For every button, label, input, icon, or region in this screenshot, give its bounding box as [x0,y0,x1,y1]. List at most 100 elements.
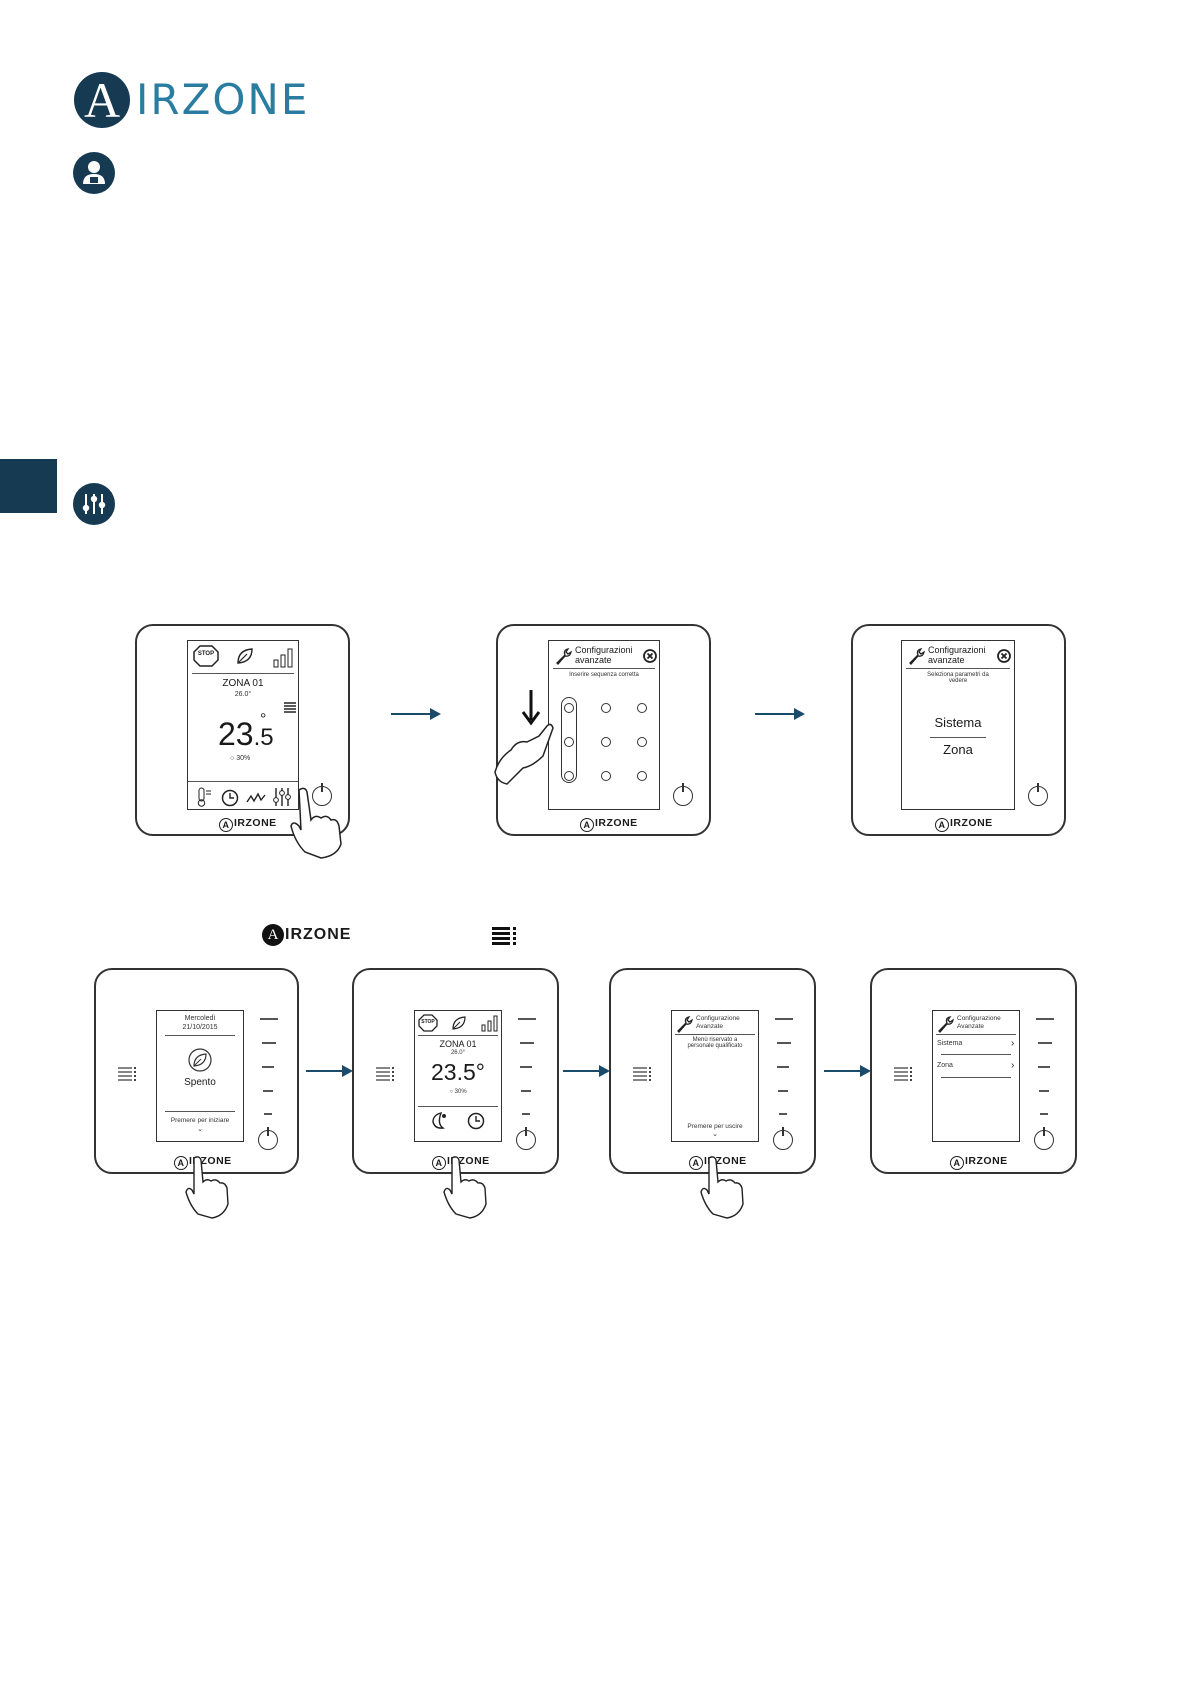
signal-bars-icon [272,646,294,673]
airzone-logo: A IRZONE [74,72,309,128]
menu-item-zona[interactable]: Zona [937,1062,953,1069]
thermostat-screen: Mercoledì 21/10/2015 Spento Premere per … [156,1010,244,1142]
thermostat-screen: STOP ZONA 01 26.0° 23.5° ○ 30% [414,1010,502,1142]
setpoint: 26.0° [450,1050,466,1056]
wrench-icon [937,1015,955,1038]
flow-arrow [563,1070,601,1072]
humidity: ○ 30% [449,1089,467,1095]
stop-icon: STOP [418,1014,438,1032]
side-dash [1038,1042,1052,1044]
logo-mark: A [74,72,130,128]
stop-label: STOP [197,651,215,657]
power-button-icon[interactable] [1028,783,1048,806]
pattern-dot[interactable] [564,771,574,781]
divider [930,737,986,738]
divider [941,1077,1011,1078]
side-dash [520,1042,534,1044]
divider [553,668,655,669]
clock-icon [221,789,239,809]
pointing-hand-icon [182,1156,232,1225]
thermostat-screen: Configurazione Avanzate Sistema › Zona › [932,1010,1020,1142]
pattern-dot[interactable] [564,737,574,747]
screen-title: Configurazioni avanzate [928,645,986,665]
side-dash [777,1066,789,1068]
pointing-hand-icon [440,1156,490,1225]
thermostat-screen: STOP ZONA 01 26.0° 23.5 ° ○ 30% [187,640,299,810]
divider [418,1106,498,1107]
pattern-dot[interactable] [601,737,611,747]
divider [418,1035,498,1036]
wrench-icon [676,1015,694,1038]
side-dash [1038,1066,1050,1068]
night-mode-icon [429,1111,449,1136]
pattern-dot[interactable] [637,737,647,747]
divider [941,1054,1011,1055]
device-brand-text: IRZONE [595,817,638,829]
section-tab [0,459,57,513]
side-dash [522,1113,530,1115]
divider [192,673,294,674]
pattern-dot[interactable] [601,703,611,713]
eco-leaf-icon [187,1047,213,1078]
pattern-dot[interactable] [637,771,647,781]
chevron-right-icon: › [1011,1038,1015,1049]
screen-subtitle: Menù riservato a personale qualificato [687,1037,743,1049]
down-arrow-icon [520,690,542,731]
pattern-dot[interactable] [637,703,647,713]
menu-item-sistema[interactable]: Sistema [937,1040,963,1047]
thermostat-blue-4: Configurazione Avanzate Sistema › Zona ›… [870,968,1077,1174]
flow-arrow-head [860,1065,871,1077]
power-button-icon[interactable] [258,1127,278,1150]
menu-item-sistema[interactable]: Sistema [934,715,982,730]
side-dash [779,1113,787,1115]
thermostat-device-2: Configurazioni avanzate Inserire sequenz… [493,624,711,836]
humidity-value: 30% [454,1089,467,1095]
clock-icon [467,1112,485,1135]
sliders-icon [272,787,292,809]
pointing-hand-icon [285,786,347,865]
menu-lines-icon [376,1066,396,1087]
current-temperature: 23.5 [218,717,274,755]
flow-arrow [391,713,431,715]
flow-arrow [755,713,795,715]
legend-logo-text: IRZONE [285,926,352,943]
menu-lines-icon [633,1066,653,1087]
menu-lines-icon [894,1066,914,1087]
power-button-icon[interactable] [1034,1127,1054,1150]
power-button-icon[interactable] [312,783,332,806]
status-text: Spento [184,1077,216,1088]
logo-letter: A [83,72,121,128]
thermostat-blue-1: Mercoledì 21/10/2015 Spento Premere per … [94,968,299,1219]
flow-arrow-head [342,1065,353,1077]
setpoint: 26.0° [234,691,252,698]
flow-arrow-head [794,708,805,720]
chevron-right-icon: › [1011,1060,1015,1071]
close-icon[interactable] [643,649,657,668]
eco-leaf-icon [235,646,255,671]
side-dash [518,1018,536,1020]
menu-item-zona[interactable]: Zona [943,742,973,757]
close-icon[interactable] [997,649,1011,668]
chevron-down-icon: ⌄ [197,1126,203,1133]
divider [936,1034,1016,1035]
side-dash [1040,1113,1048,1115]
pointing-hand-icon [493,722,555,793]
side-dash [263,1090,273,1092]
thermostat-blue-3: Configurazione Avanzate Menù riservato a… [609,968,816,1219]
pattern-dot[interactable] [564,703,574,713]
screen-title: Configurazione Avanzate [696,1015,740,1030]
thermostat-screen: Configurazioni avanzate Inserire sequenz… [548,640,660,810]
pattern-dot[interactable] [601,771,611,781]
power-button-icon[interactable] [773,1127,793,1150]
thermostat-device-3: Configurazioni avanzate Seleziona parame… [851,624,1066,836]
divider [165,1111,235,1112]
screen-title: Configurazioni avanzate [575,645,633,665]
power-button-icon[interactable] [673,783,693,806]
power-button-icon[interactable] [516,1127,536,1150]
side-dash [1036,1018,1054,1020]
